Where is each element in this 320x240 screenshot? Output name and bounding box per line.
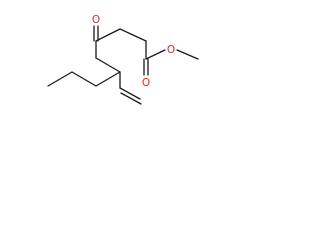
vinyl-double-bond-b: [120, 92, 142, 105]
ester-ether-oxygen-label: O: [167, 44, 175, 56]
bond-c4-c3: [95, 28, 121, 42]
bond-c8-c9: [47, 71, 73, 87]
bond-c1-o: [145, 49, 166, 60]
bond-c3-c2: [119, 28, 147, 42]
bond-group: [47, 25, 199, 105]
structure-canvas: O O O: [0, 0, 222, 115]
vinyl-double-bond-a: [119, 87, 141, 100]
bond-c7-c8: [71, 71, 97, 87]
ester-carbonyl-oxygen-label: O: [142, 77, 150, 89]
structure-diagram: O O O: [47, 14, 199, 105]
bond-o-methyl: [176, 49, 199, 60]
bond-c6-c7: [95, 71, 121, 87]
ketone-oxygen-label: O: [92, 14, 100, 26]
bond-c5-c6: [95, 57, 121, 73]
